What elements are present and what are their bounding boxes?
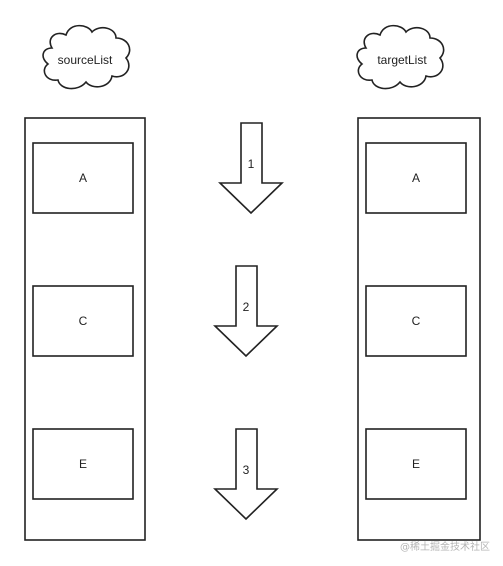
target-item-box: [365, 142, 467, 214]
target-item-box: [365, 285, 467, 357]
target-item-label: C: [412, 314, 421, 328]
target-item-label: E: [412, 457, 420, 471]
arrow-label: 2: [243, 300, 250, 314]
target-item-e: E: [365, 428, 467, 500]
source-item-box: [32, 142, 134, 214]
source-item-label: E: [79, 457, 87, 471]
source-item-a: A: [32, 142, 134, 214]
arrow-1: 1: [218, 122, 284, 215]
arrow-label: 1: [248, 157, 255, 171]
watermark: @稀土掘金技术社区: [400, 540, 490, 553]
target-item-box: [365, 428, 467, 500]
arrow-down-icon: [213, 428, 279, 521]
source-item-box: [32, 285, 134, 357]
source-item-label: C: [79, 314, 88, 328]
arrow-3: 3: [213, 428, 279, 521]
arrow-label: 3: [243, 463, 250, 477]
source-item-c: C: [32, 285, 134, 357]
source-cloud: sourceList: [42, 24, 131, 90]
target-cloud-shape: [356, 24, 445, 90]
source-item-label: A: [79, 171, 87, 185]
source-item-box: [32, 428, 134, 500]
target-cloud-label: targetList: [377, 53, 427, 67]
target-item-c: C: [365, 285, 467, 357]
arrow-down-icon: [218, 122, 284, 215]
arrow-2: 2: [213, 265, 279, 358]
arrow-down-icon: [213, 265, 279, 358]
target-item-label: A: [412, 171, 420, 185]
target-cloud: targetList: [356, 24, 445, 90]
source-cloud-label: sourceList: [58, 53, 113, 67]
source-cloud-shape: [42, 24, 131, 90]
source-item-e: E: [32, 428, 134, 500]
target-item-a: A: [365, 142, 467, 214]
